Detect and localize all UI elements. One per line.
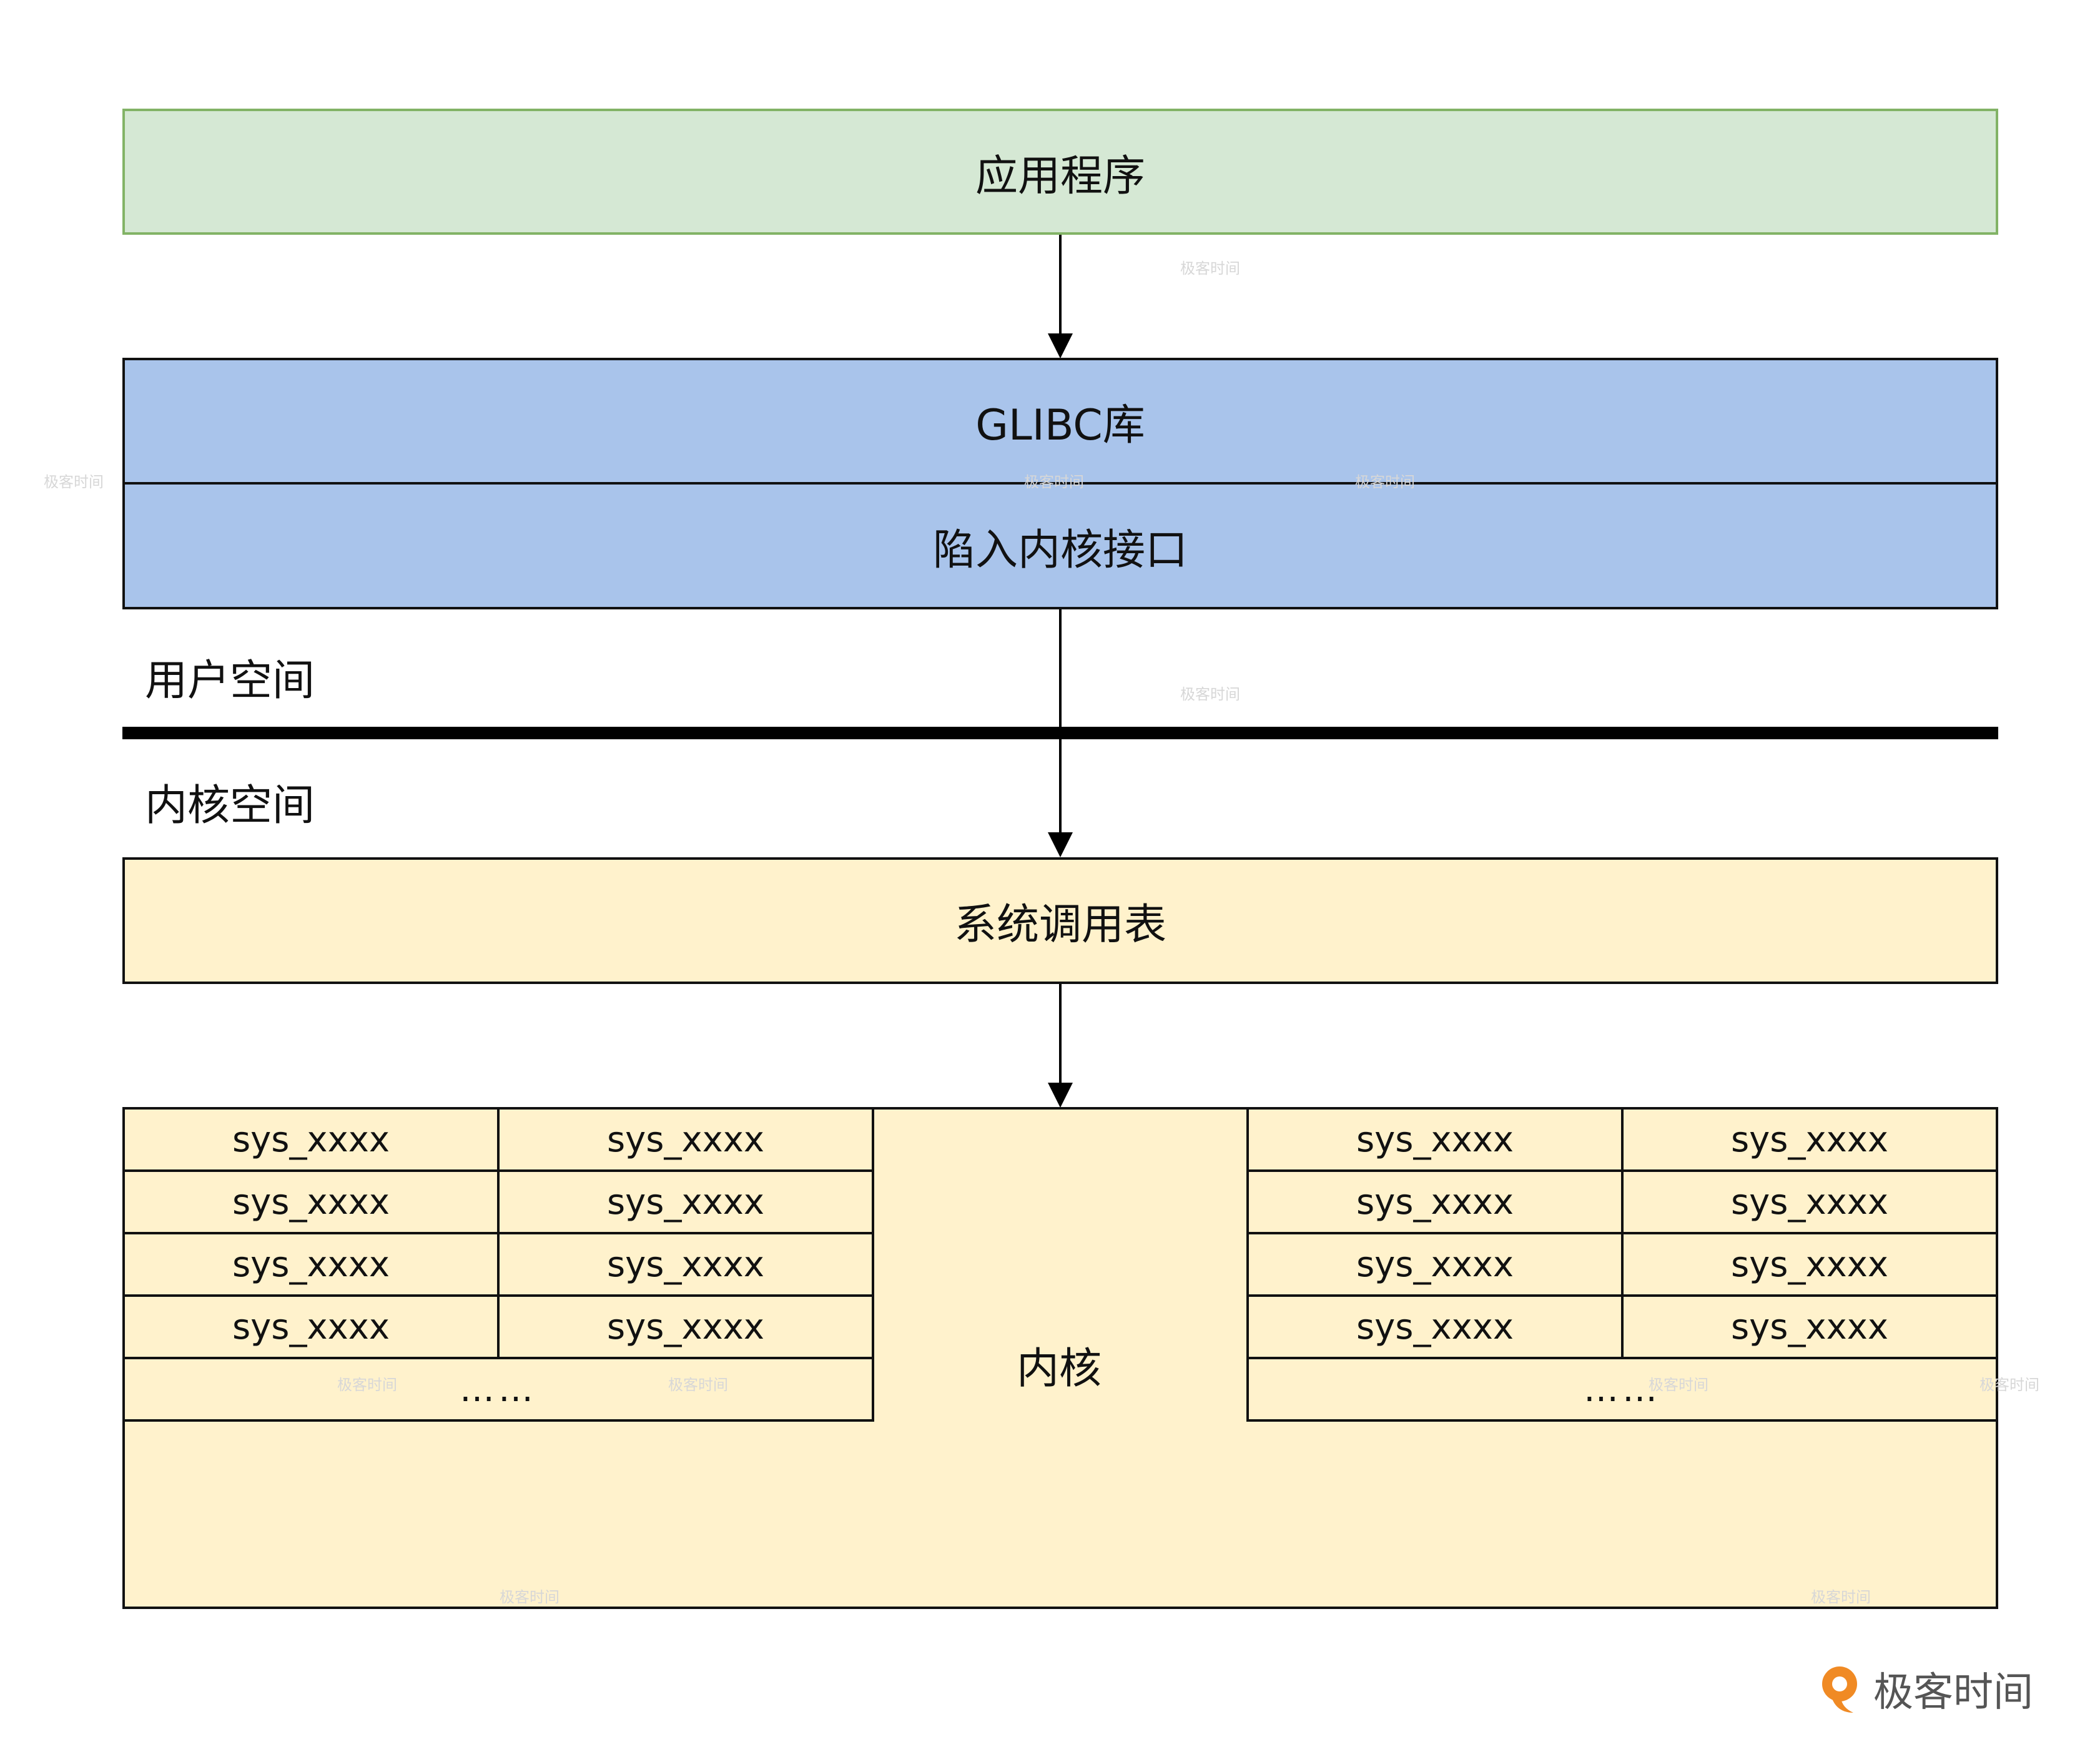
syscall-entry: sys_xxxx xyxy=(497,1107,874,1172)
trap-interface-layer: 陷入内核接口 xyxy=(122,482,1998,609)
app-layer: 应用程序 xyxy=(122,109,1998,235)
watermark: 极客时间 xyxy=(1355,473,1415,491)
user-kernel-boundary xyxy=(122,727,1998,739)
syscall-entry: sys_xxxx xyxy=(1246,1107,1624,1172)
glibc-layer: GLIBC库 xyxy=(122,358,1998,485)
syscall-table-label: 系统调用表 xyxy=(954,900,1166,950)
syscall-ellipsis-row: …… xyxy=(122,1357,874,1422)
syscall-entry: sys_xxxx xyxy=(122,1107,500,1172)
geektime-logo-icon xyxy=(1822,1666,1857,1713)
app-layer-label: 应用程序 xyxy=(975,151,1145,201)
syscall-entry: sys_xxxx xyxy=(1246,1232,1624,1297)
kernel-label: 内核 xyxy=(1017,1344,1102,1394)
user-space-label: 用户空间 xyxy=(145,656,315,706)
syscall-entry: sys_xxxx xyxy=(1621,1294,1998,1359)
syscall-entry: sys_xxxx xyxy=(1621,1107,1998,1172)
watermark: 极客时间 xyxy=(1180,686,1240,703)
syscall-table: 系统调用表 xyxy=(122,857,1998,984)
brand-name: 极客时间 xyxy=(1873,1670,2033,1716)
kernel-space-label: 内核空间 xyxy=(145,781,315,830)
glibc-layer-label: GLIBC库 xyxy=(975,401,1145,450)
watermark: 极客时间 xyxy=(500,1588,560,1606)
syscall-entry: sys_xxxx xyxy=(1621,1232,1998,1297)
watermark: 极客时间 xyxy=(337,1376,397,1394)
watermark: 极客时间 xyxy=(668,1376,728,1394)
watermark: 极客时间 xyxy=(44,473,104,491)
watermark: 极客时间 xyxy=(1649,1376,1708,1394)
syscall-entry: sys_xxxx xyxy=(497,1232,874,1297)
syscall-entry: sys_xxxx xyxy=(1246,1169,1624,1234)
syscall-entry: sys_xxxx xyxy=(122,1294,500,1359)
watermark: 极客时间 xyxy=(1024,473,1084,491)
syscall-ellipsis-row: …… xyxy=(1246,1357,1998,1422)
syscall-entry: sys_xxxx xyxy=(1621,1169,1998,1234)
syscall-entry: sys_xxxx xyxy=(122,1169,500,1234)
watermark: 极客时间 xyxy=(1979,1376,2039,1394)
watermark: 极客时间 xyxy=(1180,260,1240,277)
syscall-entry: sys_xxxx xyxy=(1246,1294,1624,1359)
trap-interface-label: 陷入内核接口 xyxy=(932,525,1188,575)
brand-logo: 极客时间 xyxy=(1817,1661,2033,1717)
syscall-entry: sys_xxxx xyxy=(497,1294,874,1359)
watermark: 极客时间 xyxy=(1811,1588,1871,1606)
syscall-entry: sys_xxxx xyxy=(497,1169,874,1234)
syscall-entry: sys_xxxx xyxy=(122,1232,500,1297)
